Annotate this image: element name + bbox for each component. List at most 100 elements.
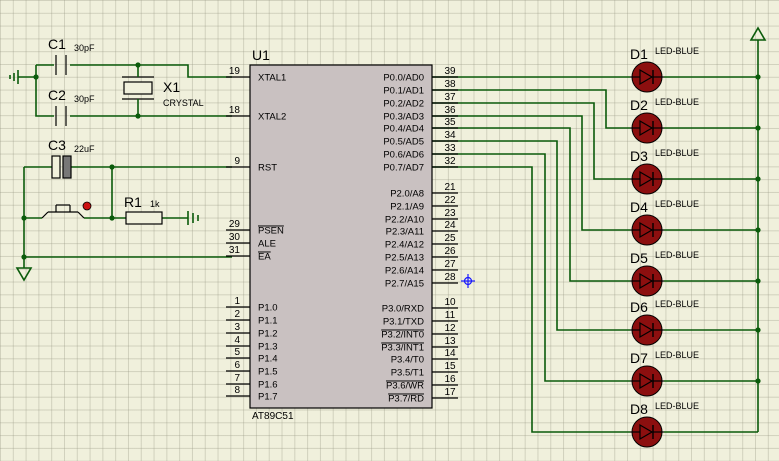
c3-ref: C3 — [48, 137, 66, 153]
capacitor-c3[interactable]: C3 22uF — [48, 137, 95, 179]
mcu-pin-8[interactable]: 8P1.7 — [226, 385, 278, 403]
mcu-body[interactable] — [249, 64, 433, 409]
pin-number: 21 — [444, 182, 456, 193]
pin-label: P0.6/AD6 — [383, 150, 424, 161]
mcu-pin-1[interactable]: 1P1.0 — [226, 296, 278, 314]
mcu-u1[interactable]: U1 AT89C51 — [249, 47, 433, 422]
junction-dot — [21, 215, 27, 221]
pin-label: XTAL2 — [258, 112, 286, 123]
led-value: LED-BLUE — [655, 350, 699, 360]
pin-label: P0.2/AD2 — [383, 99, 424, 110]
pin-label: P2.6/A14 — [385, 266, 424, 277]
wire-d8 — [432, 166, 630, 433]
led-value: LED-BLUE — [655, 250, 699, 260]
pin-label: P2.0/A8 — [390, 189, 424, 200]
pin-number: 38 — [444, 79, 456, 90]
c2-ref: C2 — [48, 87, 66, 103]
probe-marker-icon[interactable] — [461, 274, 475, 288]
led-ref: D3 — [630, 148, 648, 164]
capacitor-c1[interactable]: C1 30pF — [48, 36, 95, 75]
pin-number: 4 — [234, 335, 240, 346]
c2-value: 30pF — [74, 94, 95, 104]
vcc-arrow — [749, 26, 767, 41]
pin-number: 22 — [444, 195, 456, 206]
pin-number: 7 — [234, 373, 240, 384]
button-dot-icon[interactable] — [82, 201, 92, 211]
pin-number: 6 — [234, 360, 240, 371]
wire-c2-x1 — [70, 104, 139, 117]
pin-label: P2.4/A12 — [385, 240, 424, 251]
pin-number: 30 — [229, 232, 241, 243]
junction-dot — [109, 215, 115, 221]
pin-label: P1.2 — [258, 329, 278, 340]
reset-button[interactable] — [41, 201, 92, 219]
pin-number: 18 — [229, 105, 241, 116]
pin-number: 14 — [444, 348, 456, 359]
pin-label: P0.7/AD7 — [383, 163, 424, 174]
crystal-x1[interactable]: X1 CRYSTAL — [122, 72, 204, 108]
mcu-pin-6[interactable]: 6P1.5 — [226, 360, 278, 378]
pin-number: 9 — [234, 156, 240, 167]
capacitor-c2[interactable]: C2 30pF — [48, 87, 95, 126]
wire-d2 — [432, 89, 630, 129]
pin-number: 25 — [444, 233, 456, 244]
resistor-r1[interactable]: R1 1k — [124, 194, 163, 225]
pin-number: 31 — [229, 245, 241, 256]
junction-dot — [755, 125, 761, 131]
mcu-pin-3[interactable]: 3P1.2 — [226, 322, 278, 340]
pin-label: P2.7/A15 — [385, 279, 424, 290]
mcu-pin-5[interactable]: 5P1.4 — [226, 347, 278, 365]
led-value: LED-BLUE — [655, 299, 699, 309]
pin-number: 11 — [445, 310, 456, 321]
led-ref: D5 — [630, 250, 648, 266]
mcu-pin-4[interactable]: 4P1.3 — [226, 335, 278, 353]
junctions — [21, 62, 761, 384]
led-d5[interactable]: D5 LED-BLUE — [630, 250, 699, 297]
led-ref: D8 — [630, 401, 648, 417]
led-ref: D4 — [630, 199, 648, 215]
led-ref: D1 — [630, 46, 648, 62]
mcu-pin-7[interactable]: 7P1.6 — [226, 373, 278, 391]
pin-label: P1.3 — [258, 342, 278, 353]
mcu-pin-2[interactable]: 2P1.1 — [226, 309, 278, 327]
pin-label: P3.5/T1 — [391, 368, 424, 379]
